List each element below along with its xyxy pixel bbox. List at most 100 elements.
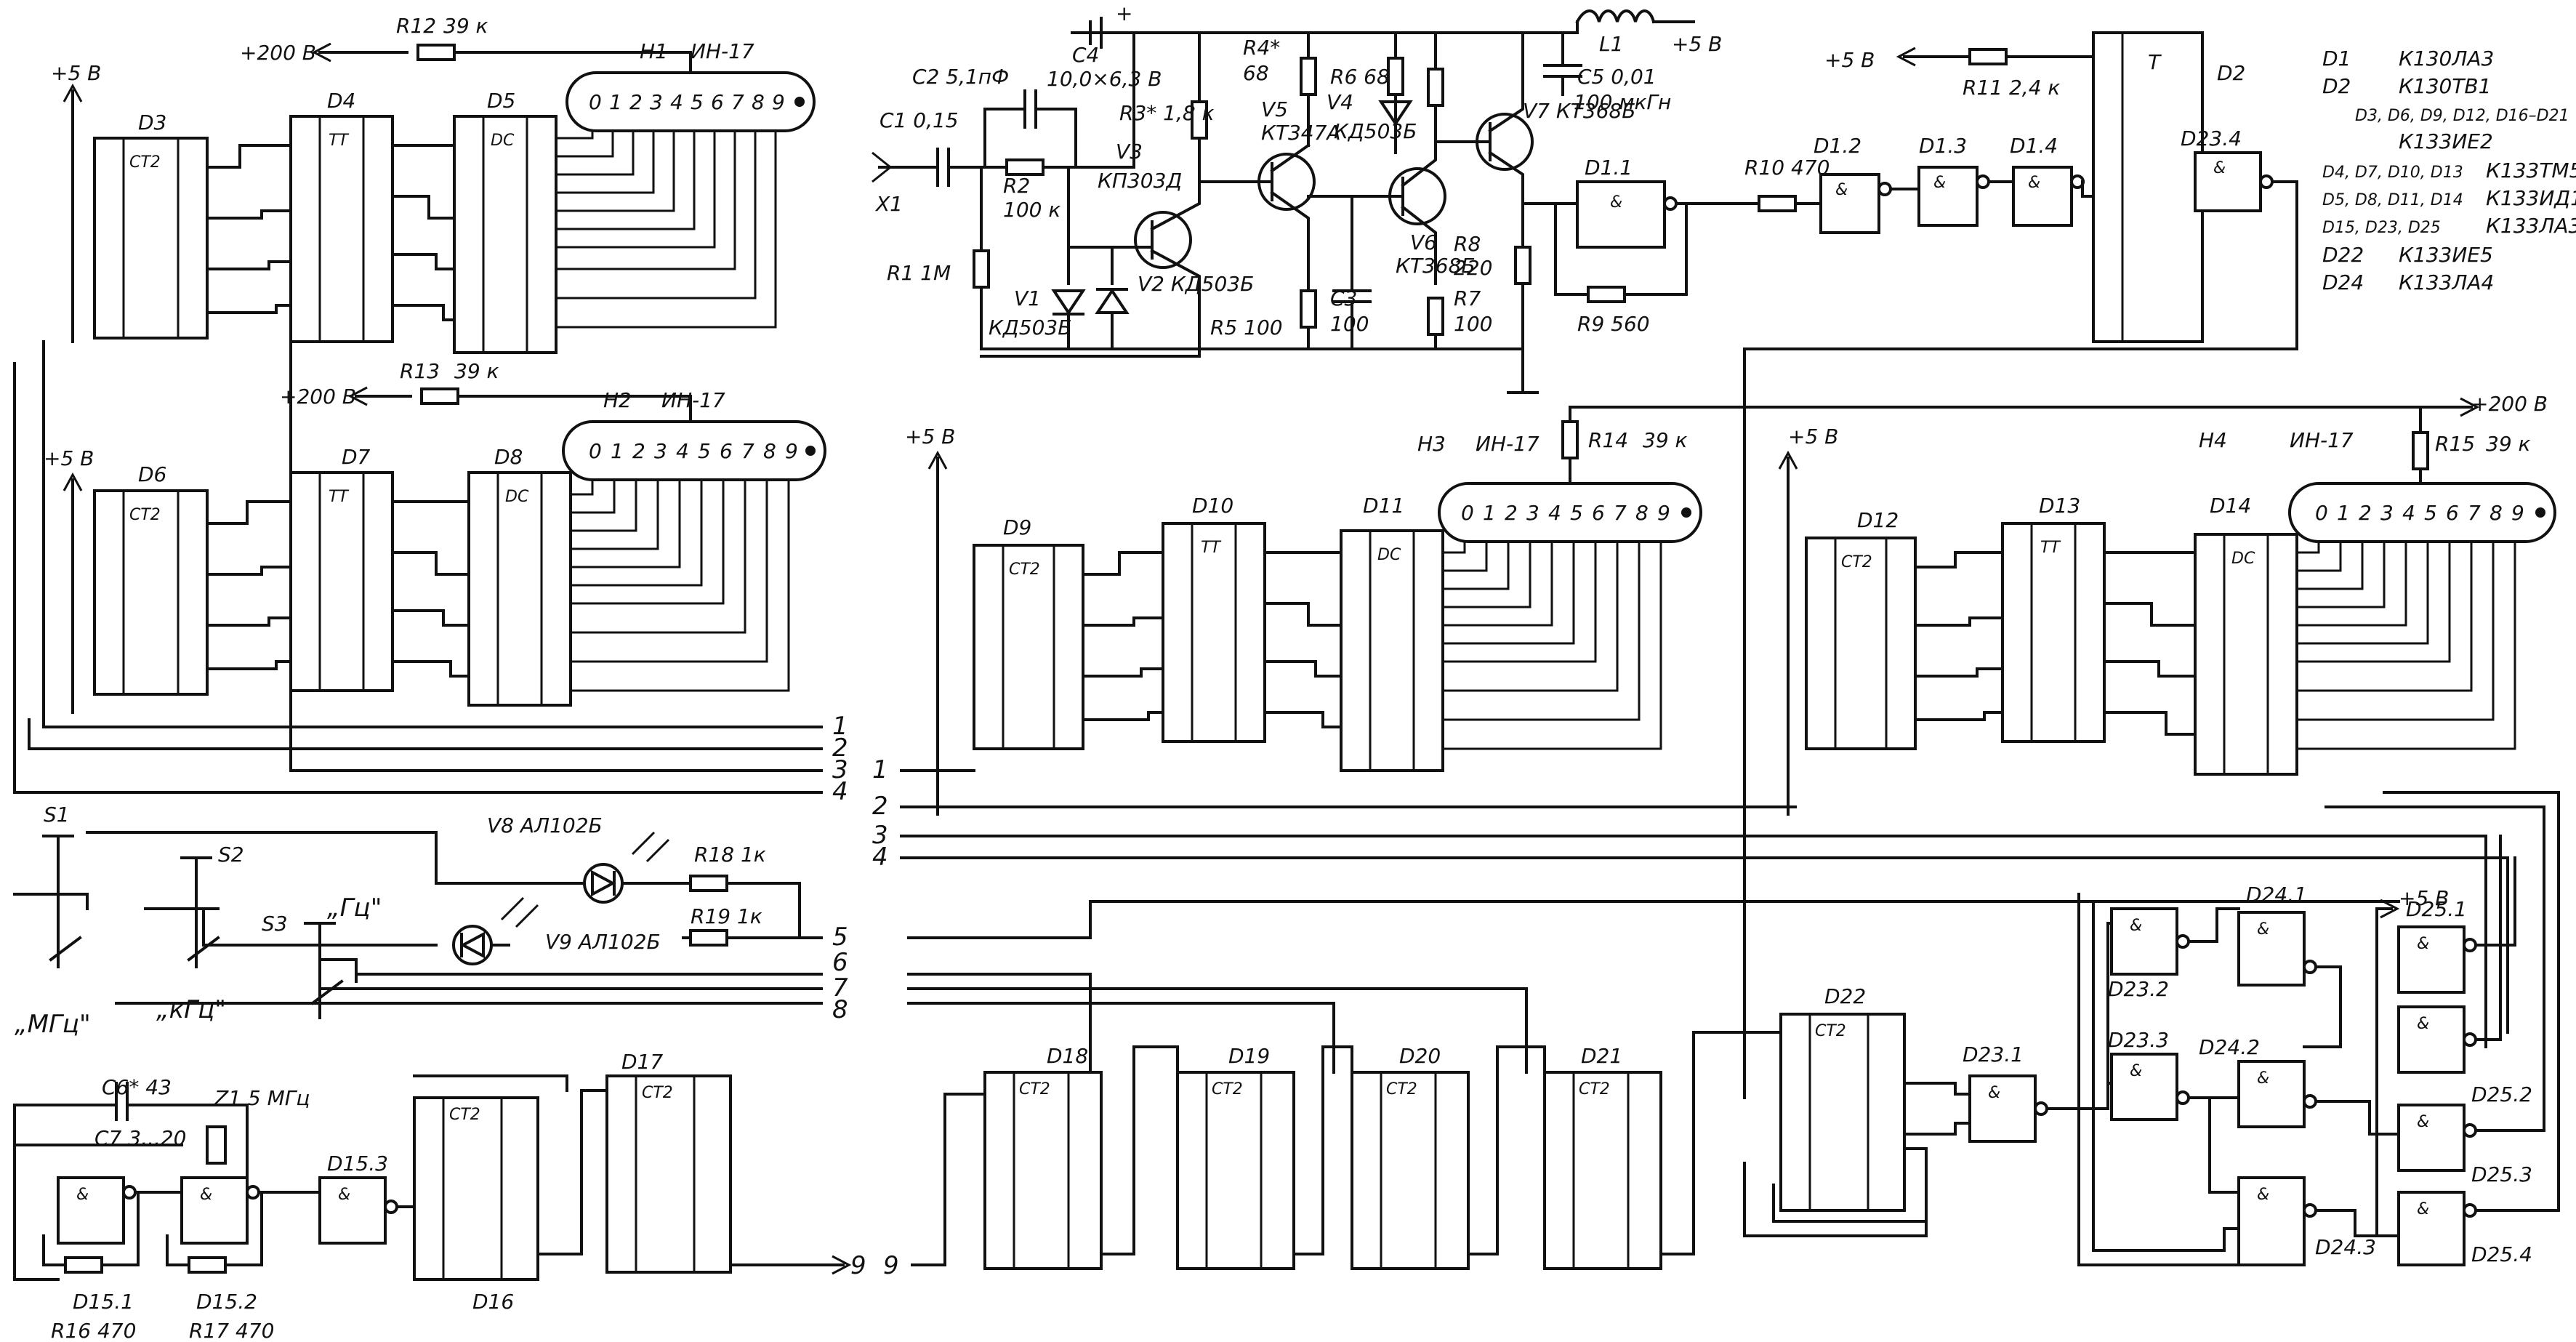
- chip-d21: [1543, 1071, 1662, 1270]
- legend-ref: D4, D7, D10, D13: [2322, 164, 2463, 182]
- resistor-r4-label: R4*: [1243, 36, 1280, 60]
- tube-digit: 5: [691, 90, 704, 114]
- gate-d1-4-label: D1.4: [2010, 134, 2058, 158]
- diode-v1-label: V1: [1014, 286, 1041, 310]
- chip-d22: [1779, 1013, 1906, 1212]
- chip-d5: [453, 115, 558, 354]
- resistor-r10: [1758, 195, 1797, 212]
- led-v8: [583, 863, 624, 904]
- tube-digit: 5: [1570, 501, 1583, 525]
- gate-d25-4: [2397, 1191, 2466, 1266]
- control-logic: СТ2 D22 & D23.1 & D23.2 & D23.3 & D24.1 …: [1743, 791, 2560, 1266]
- diode-v4-label: V4: [1327, 90, 1353, 114]
- resistor-r7-label: R7: [1454, 286, 1481, 310]
- capacitor-c6-label: С6* 43: [102, 1075, 172, 1099]
- resistor-r15-value: 39 к: [2486, 432, 2531, 456]
- gate-d24-1-label: D24.1: [2246, 883, 2307, 907]
- tube-digit: 7: [2468, 501, 2481, 525]
- counter-block-1: +5 В D3 СТ2 D4 ТТ D5 DC Н1 ИН-17 0 1: [51, 14, 816, 354]
- chip-d2-type: Т: [2148, 50, 2162, 74]
- chip-d18-type: СТ2: [1019, 1080, 1050, 1098]
- gate-d1-4: [2012, 166, 2073, 227]
- tube-digit: 4: [1548, 501, 1561, 525]
- chip-d6-type: СТ2: [129, 506, 161, 524]
- capacitor-c4-value: 10,0×6,3 В: [1047, 67, 1162, 91]
- gate-d15-2: [180, 1176, 249, 1245]
- chip-d12-ref: D12: [1857, 508, 1899, 532]
- tube-digit: 7: [1614, 501, 1627, 525]
- bus-label: 5: [832, 923, 848, 952]
- gate-d25-3: [2397, 1104, 2466, 1172]
- resistor-r1-label: R1 1М: [887, 261, 951, 285]
- tube-h4: [2288, 482, 2556, 543]
- chip-d7: [289, 471, 394, 692]
- tube-digit: 8: [2490, 501, 2503, 525]
- chip-d5-ref: D5: [487, 89, 515, 113]
- resistor-r13-value: 39 к: [454, 359, 499, 383]
- counter-block-2: +5 В D6 СТ2 D7 ТТ D8 DC Н2 ИН-17 0 1: [44, 359, 826, 714]
- resistor-r3-label: R3* 1,8 к: [1119, 101, 1215, 125]
- led-v8-label: V8 АЛ102Б: [487, 813, 603, 837]
- tube-digit: 6: [2446, 501, 2459, 525]
- gate-amp: &: [76, 1186, 89, 1204]
- chip-d7-type: ТТ: [329, 488, 349, 506]
- resistor-r18: [689, 875, 728, 892]
- counter-block-4: +5 В D12 СТ2 D13 ТТ D14 DC Н4 ИН-17 0 1: [1778, 392, 2556, 816]
- gate-d23-1-label: D23.1: [1963, 1042, 2024, 1066]
- inductor-plus5: +5 В: [1672, 32, 1722, 56]
- gate-d25-3-label: D25.3: [2471, 1162, 2532, 1186]
- chip-d4-type: ТТ: [329, 132, 349, 150]
- bus-label: 4: [832, 777, 848, 806]
- chip-d14-type: DC: [2231, 550, 2255, 568]
- chip-d5-type: DC: [491, 132, 515, 150]
- capacitor-c2-label: С2 5,1пФ: [912, 65, 1009, 89]
- resistor-r12-ref: R12: [396, 14, 436, 38]
- tube-digit: 1: [1483, 501, 1496, 525]
- bus-label: 3: [872, 821, 888, 850]
- gate-amp: &: [2130, 1062, 2142, 1080]
- capacitor-c7-label: С7 3...20: [94, 1126, 186, 1150]
- gate-amp: &: [2257, 1186, 2269, 1204]
- tube-h2-ref: Н2: [603, 388, 632, 412]
- tube-digit: 0: [589, 90, 602, 114]
- gate-amp: &: [1610, 193, 1622, 212]
- tube-h2: [562, 420, 826, 481]
- chip-d14-ref: D14: [2210, 494, 2251, 518]
- resistor-r2-value: 100 к: [1003, 198, 1060, 222]
- tube-digit: 1: [611, 439, 624, 463]
- legend-part: К133ИЕ5: [2399, 243, 2493, 267]
- gate-amp: &: [2417, 1200, 2429, 1218]
- legend-part: К133ИД1: [2486, 186, 2576, 210]
- legend-part: К130ТВ1: [2399, 74, 2491, 98]
- tube-digit: 3: [1526, 501, 1539, 525]
- tube-h4-digits: 0 1 2 3 4 5 6 7 8 9: [2315, 501, 2524, 525]
- tube-h1-digits: 0 1 2 3 4 5 6 7 8 9: [589, 90, 785, 114]
- gate-d15-1: [57, 1176, 125, 1245]
- fet-v3: [1134, 211, 1192, 269]
- chip-d12-type: СТ2: [1841, 553, 1872, 571]
- resistor-r7-value: 100: [1454, 312, 1492, 336]
- gate-amp: &: [2417, 935, 2429, 953]
- tube-digit: 2: [632, 439, 645, 463]
- range-switches: S1 S2 S3 „МГц" „кГц" „Гц" V8 АЛ102Б R18 …: [13, 803, 848, 1039]
- bus-label: 3: [832, 755, 848, 784]
- crystal-z1: [206, 1125, 227, 1165]
- gate-amp: &: [2213, 159, 2226, 177]
- chip-d22-label: D22: [1824, 984, 1866, 1008]
- bus-label: 9: [883, 1251, 899, 1280]
- tube-digit: 3: [654, 439, 667, 463]
- tube-digit: 7: [741, 439, 754, 463]
- tube-digit: 4: [670, 90, 683, 114]
- resistor-r1: [973, 249, 990, 289]
- tube-digit: 1: [609, 90, 622, 114]
- transistor-v6-type: КТ368Б: [1396, 254, 1476, 278]
- tube-h1-type: ИН-17: [691, 39, 754, 63]
- transistor-v7-label: V7 КТ368Б: [1523, 99, 1636, 123]
- resistor-r13-ref: R13: [400, 359, 440, 383]
- chip-d7-ref: D7: [342, 445, 371, 469]
- tube-digit: 6: [1592, 501, 1605, 525]
- tube-digit: 4: [676, 439, 689, 463]
- resistor-r9-label: R9 560: [1577, 312, 1650, 336]
- resistor-r11: [1968, 48, 2008, 65]
